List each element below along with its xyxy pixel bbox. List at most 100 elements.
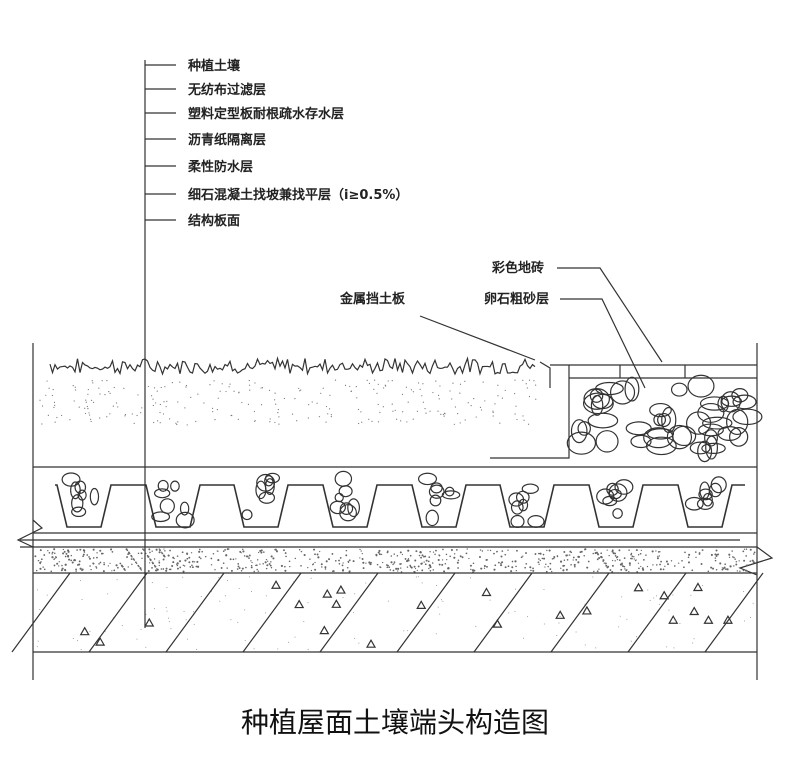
sand-dot xyxy=(618,549,621,552)
sand-dot xyxy=(486,565,488,568)
sand-dot xyxy=(421,569,424,572)
soil-dot xyxy=(69,419,71,421)
sand-dot xyxy=(496,550,498,553)
sand-dot xyxy=(600,552,603,555)
soil-dot xyxy=(501,397,503,399)
soil-dot xyxy=(406,421,408,423)
sand-dot xyxy=(472,562,475,565)
aggregate-triangle xyxy=(294,599,305,609)
soil-dot xyxy=(504,389,506,391)
sand-dot xyxy=(673,565,676,567)
sand-dot xyxy=(651,550,654,553)
sand-dot xyxy=(753,551,756,554)
sand-dot xyxy=(687,556,690,559)
cup-pebble xyxy=(89,487,100,506)
sand-dot xyxy=(538,563,540,566)
sand-dot xyxy=(158,564,160,567)
sand-dot xyxy=(103,563,106,566)
soil-dot xyxy=(268,389,271,391)
sand-dot xyxy=(99,549,102,552)
sand-dot xyxy=(752,561,755,564)
concrete-dot xyxy=(437,606,439,608)
soil-dot xyxy=(522,415,524,417)
soil-dot xyxy=(494,403,496,405)
sand-dot xyxy=(378,553,381,556)
sand-dot xyxy=(321,566,323,568)
sand-dot xyxy=(147,570,150,573)
sand-dot xyxy=(71,561,74,564)
concrete-dot xyxy=(630,640,632,642)
sand-dot xyxy=(573,565,576,568)
soil-dot xyxy=(422,401,425,403)
concrete-dot xyxy=(307,649,309,651)
sand-dot xyxy=(341,564,344,567)
sand-dot xyxy=(88,557,91,560)
concrete-dot xyxy=(237,621,239,623)
soil-dot xyxy=(516,418,518,421)
soil-dot xyxy=(429,410,431,412)
sand-dot xyxy=(423,561,425,563)
sand-dot xyxy=(191,566,194,569)
soil-dot xyxy=(269,418,271,420)
soil-dot xyxy=(106,416,108,418)
sand-dot xyxy=(393,561,396,563)
concrete-dot xyxy=(136,638,138,640)
concrete-dot xyxy=(107,593,109,595)
sand-dot xyxy=(270,566,273,569)
soil-dot xyxy=(401,393,404,395)
sand-dot xyxy=(79,548,82,551)
concrete-dot xyxy=(489,599,491,601)
sand-dot xyxy=(270,555,273,558)
sand-dot xyxy=(264,561,267,564)
soil-dot xyxy=(424,407,426,410)
sand-dot xyxy=(220,567,223,569)
sand-dot xyxy=(572,556,575,559)
concrete-dot xyxy=(744,620,746,622)
sand-dot xyxy=(39,549,42,552)
soil-dot xyxy=(209,384,211,386)
sand-dot xyxy=(743,559,746,562)
concrete-dot xyxy=(354,593,356,595)
aggregate-triangle xyxy=(659,590,670,600)
sand-dot xyxy=(400,571,403,573)
sand-dot xyxy=(122,565,124,568)
sand-dot xyxy=(370,561,372,564)
sand-dot xyxy=(346,566,349,569)
sand-dot xyxy=(620,568,623,571)
soil-dot xyxy=(452,382,454,384)
sand-dot xyxy=(691,569,694,572)
cup-pebble xyxy=(425,509,439,527)
sand-dot xyxy=(538,552,540,555)
soil-dot xyxy=(515,405,517,407)
sand-dot xyxy=(470,568,472,571)
sand-dot xyxy=(37,559,40,562)
sand-dot xyxy=(664,565,666,567)
sand-dot xyxy=(538,558,540,560)
sand-dot xyxy=(107,565,109,567)
sand-dot xyxy=(516,549,518,552)
sand-dot xyxy=(255,564,258,567)
sand-dot xyxy=(217,559,220,562)
soil-dot xyxy=(492,411,494,414)
soil-dot xyxy=(254,382,256,384)
soil-dot xyxy=(437,410,439,412)
sand-dot xyxy=(545,563,547,566)
sand-dot xyxy=(70,559,73,562)
sand-dot xyxy=(545,570,548,573)
grass-line xyxy=(49,356,536,376)
sand-dot xyxy=(392,569,395,572)
concrete-dot xyxy=(658,603,660,605)
sand-dot xyxy=(232,558,235,561)
sand-dot xyxy=(700,563,703,566)
sand-dot xyxy=(316,553,319,556)
sand-dot xyxy=(424,563,427,566)
sand-dot xyxy=(500,564,503,567)
soil-dot xyxy=(307,417,309,419)
sand-dot xyxy=(583,554,586,557)
cup-pebble xyxy=(444,486,455,497)
concrete-dot xyxy=(342,597,344,599)
sand-dot xyxy=(500,562,502,565)
sand-dot xyxy=(424,555,427,558)
sand-dot xyxy=(616,558,619,561)
soil-dot xyxy=(176,423,178,426)
